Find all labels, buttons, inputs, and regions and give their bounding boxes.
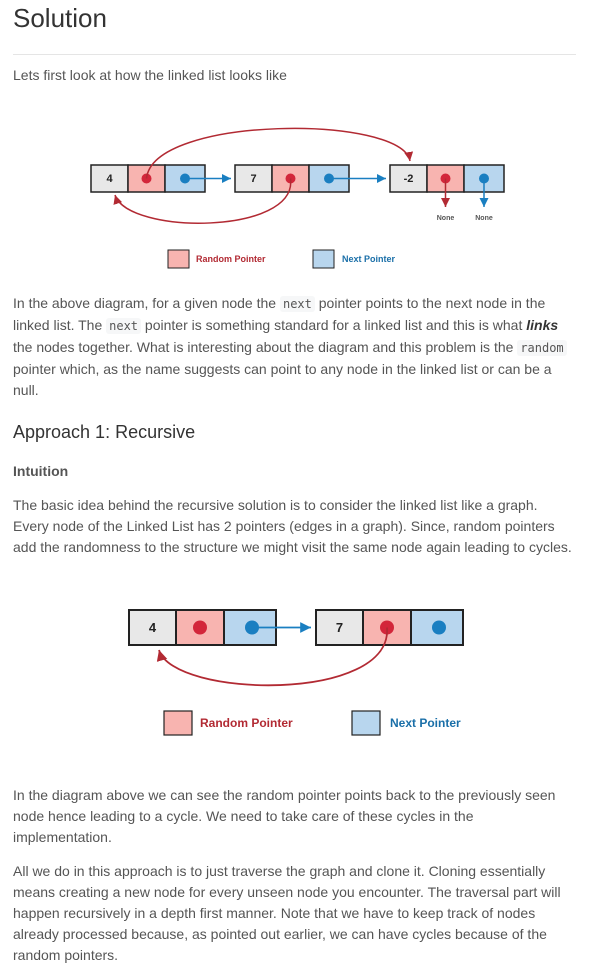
para-approach-explanation: All we do in this approach is to just tr…	[13, 863, 561, 963]
node-2: 7	[234, 164, 350, 193]
none-label-random: None	[437, 215, 455, 222]
para-intuition: The basic idea behind the recursive solu…	[13, 497, 572, 555]
random-arrow-2	[113, 178, 292, 224]
approach-heading: Approach 1: Recursive	[13, 422, 196, 442]
node-b: 7	[315, 609, 464, 646]
node-a: 4	[128, 609, 277, 646]
node-3: -2	[389, 164, 505, 193]
code-next-1: next	[279, 296, 315, 312]
emphasis-links: links	[526, 317, 559, 333]
linked-list-diagram-2: 4 7 Random Pointer Next Pointer	[128, 609, 464, 736]
node-b-value: 7	[336, 620, 343, 635]
node-3-value: -2	[404, 173, 414, 185]
legend-1-random-label: Random Pointer	[196, 254, 266, 264]
code-next-2: next	[106, 318, 142, 334]
intro-text: Lets first look at how the linked list l…	[13, 67, 287, 83]
random-arrow-b-a	[156, 627, 388, 687]
page-title: Solution	[13, 3, 107, 33]
code-random: random	[517, 340, 567, 356]
linked-list-diagram-1: 4 7 -2 None	[90, 127, 505, 269]
node-a-value: 4	[149, 620, 157, 635]
legend-2-random-label: Random Pointer	[200, 716, 293, 730]
node-2-value: 7	[250, 173, 256, 185]
node-1-value: 4	[106, 173, 113, 185]
legend-1: Random Pointer Next Pointer	[167, 249, 396, 269]
title-divider	[13, 54, 576, 55]
legend-1-next-label: Next Pointer	[342, 254, 396, 264]
none-label-next: None	[475, 215, 493, 222]
random-arrow-1	[145, 127, 414, 179]
para-diagram-explanation: In the above diagram, for a given node t…	[13, 293, 573, 401]
legend-2: Random Pointer Next Pointer	[163, 710, 461, 736]
legend-2-next-label: Next Pointer	[390, 716, 461, 730]
intuition-heading: Intuition	[13, 463, 69, 479]
para-cycle-explanation: In the diagram above we can see the rand…	[13, 787, 556, 845]
